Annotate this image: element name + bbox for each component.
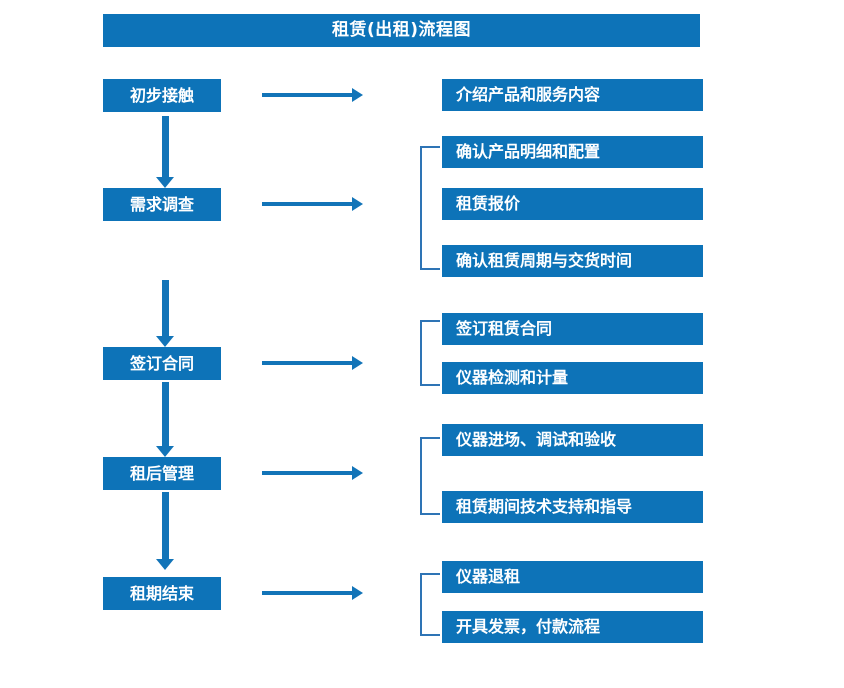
detail-box-5-2[interactable]: 开具发票，付款流程 <box>442 611 703 643</box>
detail-label-2-3: 确认租赁周期与交货时间 <box>456 251 633 270</box>
detail-box-2-1[interactable]: 确认产品明细和配置 <box>442 136 703 168</box>
arrow-head <box>156 336 174 347</box>
detail-label-4-1: 仪器进场、调试和验收 <box>456 430 617 449</box>
stage-label-4: 租后管理 <box>129 463 194 483</box>
group-bracket-icon-5 <box>420 573 440 636</box>
detail-box-4-1[interactable]: 仪器进场、调试和验收 <box>442 424 703 456</box>
stage-label-3: 签订合同 <box>129 353 194 373</box>
right-arrow-icon-2 <box>262 197 363 211</box>
down-arrow-icon-3 <box>156 382 174 457</box>
detail-label-3-2: 仪器检测和计量 <box>456 368 569 387</box>
stage-box-4[interactable]: 租后管理 <box>103 457 221 490</box>
arrow-head <box>352 356 363 370</box>
arrow-shaft <box>262 202 354 206</box>
down-arrow-icon-4 <box>156 492 174 570</box>
arrow-head <box>352 197 363 211</box>
down-arrow-icon-1 <box>156 116 174 188</box>
down-arrow-icon-2 <box>156 280 174 347</box>
right-arrow-icon-1 <box>262 88 363 102</box>
arrow-shaft <box>162 382 169 446</box>
stage-box-5[interactable]: 租期结束 <box>103 577 221 610</box>
group-bracket-icon-4 <box>420 437 440 515</box>
right-arrow-icon-4 <box>262 466 363 480</box>
arrow-shaft <box>162 116 169 177</box>
detail-label-4-2: 租赁期间技术支持和指导 <box>456 497 633 516</box>
stage-label-2: 需求调查 <box>129 194 194 214</box>
right-arrow-icon-3 <box>262 356 363 370</box>
detail-box-5-1[interactable]: 仪器退租 <box>442 561 703 593</box>
detail-label-2-2: 租赁报价 <box>456 194 521 213</box>
stage-box-3[interactable]: 签订合同 <box>103 347 221 380</box>
diagram-title: 租赁(出租)流程图 <box>331 20 472 40</box>
arrow-shaft <box>162 492 169 559</box>
detail-label-5-1: 仪器退租 <box>456 567 521 586</box>
diagram-title-bar: 租赁(出租)流程图 <box>103 14 700 47</box>
group-bracket-icon-2 <box>420 146 440 270</box>
stage-box-2[interactable]: 需求调查 <box>103 188 221 221</box>
detail-label-3-1: 签订租赁合同 <box>456 319 553 338</box>
stage-label-1: 初步接触 <box>129 85 194 105</box>
arrow-head <box>156 559 174 570</box>
detail-label-2-1: 确认产品明细和配置 <box>456 142 601 161</box>
arrow-shaft <box>262 93 354 97</box>
detail-box-2-2[interactable]: 租赁报价 <box>442 188 703 220</box>
arrow-head <box>352 466 363 480</box>
detail-box-3-2[interactable]: 仪器检测和计量 <box>442 362 703 394</box>
detail-box-3-1[interactable]: 签订租赁合同 <box>442 313 703 345</box>
detail-label-5-2: 开具发票，付款流程 <box>456 617 601 636</box>
right-arrow-icon-5 <box>262 586 363 600</box>
arrow-shaft <box>262 361 354 365</box>
arrow-head <box>156 446 174 457</box>
stage-box-1[interactable]: 初步接触 <box>103 79 221 112</box>
group-bracket-icon-3 <box>420 320 440 386</box>
detail-box-2-3[interactable]: 确认租赁周期与交货时间 <box>442 245 703 277</box>
arrow-shaft <box>162 280 169 336</box>
arrow-shaft <box>262 591 354 595</box>
detail-box-1-1[interactable]: 介绍产品和服务内容 <box>442 79 703 111</box>
arrow-head <box>352 586 363 600</box>
detail-box-4-2[interactable]: 租赁期间技术支持和指导 <box>442 491 703 523</box>
detail-label-1-1: 介绍产品和服务内容 <box>456 85 601 104</box>
arrow-head <box>156 177 174 188</box>
stage-label-5: 租期结束 <box>129 583 194 603</box>
arrow-shaft <box>262 471 354 475</box>
arrow-head <box>352 88 363 102</box>
